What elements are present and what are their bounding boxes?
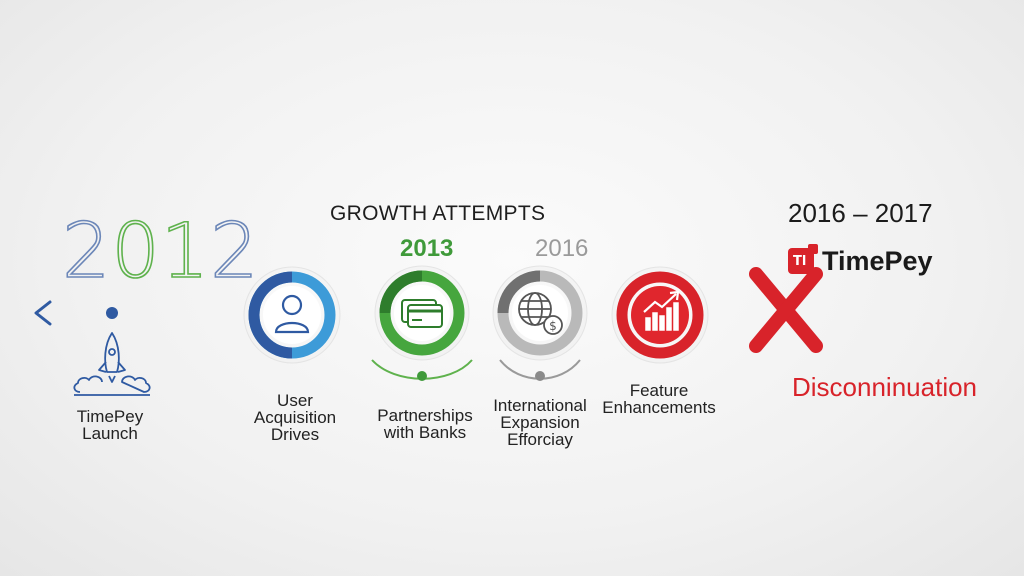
milestone-label-user: User Acquisition Drives	[253, 391, 337, 444]
discontinuation-label: Disconninuation	[792, 372, 978, 402]
growth-attempts-heading: Growth Attempts	[330, 202, 546, 225]
credit-card-icon	[401, 299, 443, 328]
milestone-label-partnerships: Partnerships with Banks	[377, 406, 473, 442]
start-year: 2012	[61, 205, 260, 296]
brand-logo-icon: Tl	[788, 244, 818, 274]
growth-chart-icon	[643, 290, 680, 331]
start-dot	[106, 307, 118, 319]
end-period: 2016 – 2017	[788, 198, 933, 228]
globe-dollar-icon: $	[518, 292, 563, 335]
arrow-left-icon	[34, 300, 52, 326]
rocket-icon	[73, 332, 151, 396]
year-2016: 2016	[535, 235, 589, 262]
milestone-label-feature: Feature Enhancements	[602, 381, 716, 417]
brand: Tl TimePey	[788, 243, 933, 279]
milestone-partnerships	[371, 265, 473, 381]
user-icon	[274, 294, 310, 334]
start-year-text: 2012	[61, 205, 260, 296]
milestone-feature-enhancements	[611, 266, 709, 364]
svg-text:$: $	[549, 319, 557, 333]
milestone-label-launch: TimePey Launch	[76, 407, 144, 443]
milestone-user-acquisition	[243, 266, 341, 364]
close-icon	[749, 267, 823, 353]
year-2013: 2013	[400, 235, 454, 262]
milestone-international: $	[492, 265, 588, 381]
brand-name: TimePey	[822, 245, 933, 276]
milestone-label-international: International Expansion Efforciay	[493, 396, 587, 449]
